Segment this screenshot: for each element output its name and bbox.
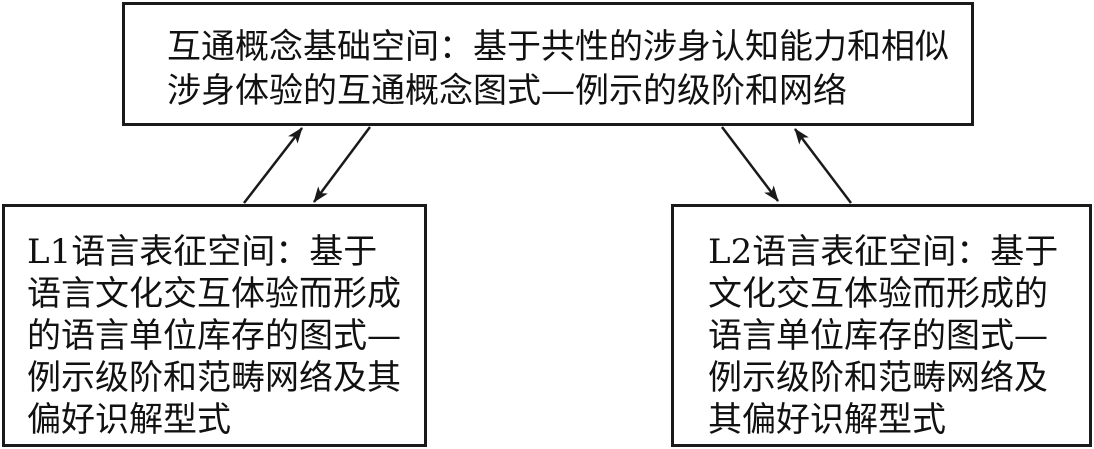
arrow-right-to-top [794,128,852,204]
right-box-text: L2语言表征空间：基于文化交互体验而形成的语言单位库存的图式—例示级阶和范畴网络… [708,232,1059,440]
right-box-l2-representation-space: L2语言表征空间：基于文化交互体验而形成的语言单位库存的图式—例示级阶和范畴网络… [671,204,1092,447]
top-box-shared-concept-space: 互通概念基础空间：基于共性的涉身认知能力和相似涉身体验的互通概念图式—例示的级阶… [122,2,974,126]
arrow-left-to-top [243,127,303,204]
left-box-text: L1语言表征空间：基于语言文化交互体验而形成的语言单位库存的图式—例示级阶和范畴… [27,232,401,440]
arrow-top-to-left [312,126,372,203]
arrow-top-to-right [721,126,779,202]
left-box-l1-representation-space: L1语言表征空间：基于语言文化交互体验而形成的语言单位库存的图式—例示级阶和范畴… [2,204,427,447]
top-box-text: 互通概念基础空间：基于共性的涉身认知能力和相似涉身体验的互通概念图式—例示的级阶… [167,27,949,111]
